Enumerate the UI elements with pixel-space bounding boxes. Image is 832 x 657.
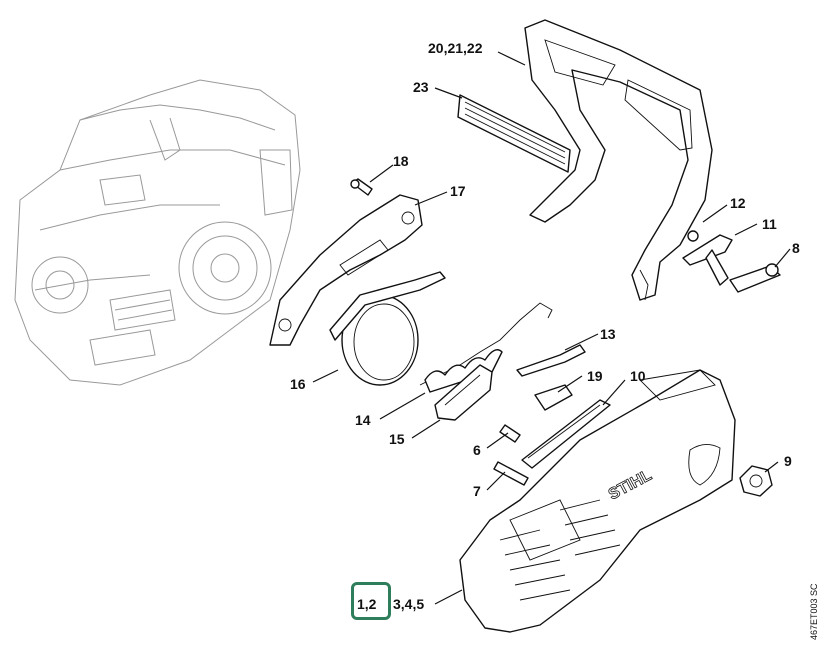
callout-20-21-22: 20,21,22 (428, 40, 483, 56)
part-8-screw (729, 263, 781, 293)
part-12-ring (687, 230, 699, 242)
part-16-brake-band (329, 271, 446, 386)
part-9-nut (739, 465, 773, 497)
part-15-lever (434, 364, 493, 421)
callout-8: 8 (792, 240, 800, 256)
callout-11: 11 (762, 216, 777, 232)
part-13-clip (516, 344, 586, 377)
drawing-reference-code: 467ET003 SC (809, 583, 819, 640)
callout-12: 12 (730, 195, 746, 211)
sprocket-cover: STIHL (459, 369, 736, 633)
callout-6: 6 (473, 442, 481, 458)
part-17-bracket (269, 194, 423, 346)
callout-9: 9 (784, 453, 792, 469)
part-11-link (682, 234, 733, 286)
callout-23: 23 (413, 79, 429, 95)
selected-callout-highlight[interactable] (351, 582, 391, 620)
part-6-pin (499, 424, 521, 443)
callout-7: 7 (473, 483, 481, 499)
callout-13: 13 (600, 326, 616, 342)
callout-14: 14 (355, 412, 371, 428)
callout-3-4-5: 3,4,5 (393, 596, 424, 612)
part-23-plate (457, 94, 571, 173)
part-14-spring (419, 302, 553, 393)
part-7-pin (493, 461, 529, 486)
engine-block (14, 79, 301, 386)
callout-18: 18 (393, 153, 409, 169)
part-18-screw (350, 178, 373, 196)
rear-handle (524, 19, 713, 301)
part-19 (534, 384, 573, 411)
callout-15: 15 (389, 431, 405, 447)
callout-1-2: 1,2 (357, 596, 377, 612)
leader-lines (312, 51, 791, 605)
part-10-strip (521, 399, 611, 469)
callout-10: 10 (630, 368, 646, 384)
callout-labels: 20,21,22 23 18 17 12 11 8 16 13 19 10 14… (290, 40, 800, 612)
callout-17: 17 (450, 183, 466, 199)
callout-19: 19 (587, 368, 603, 384)
callout-16: 16 (290, 376, 306, 392)
